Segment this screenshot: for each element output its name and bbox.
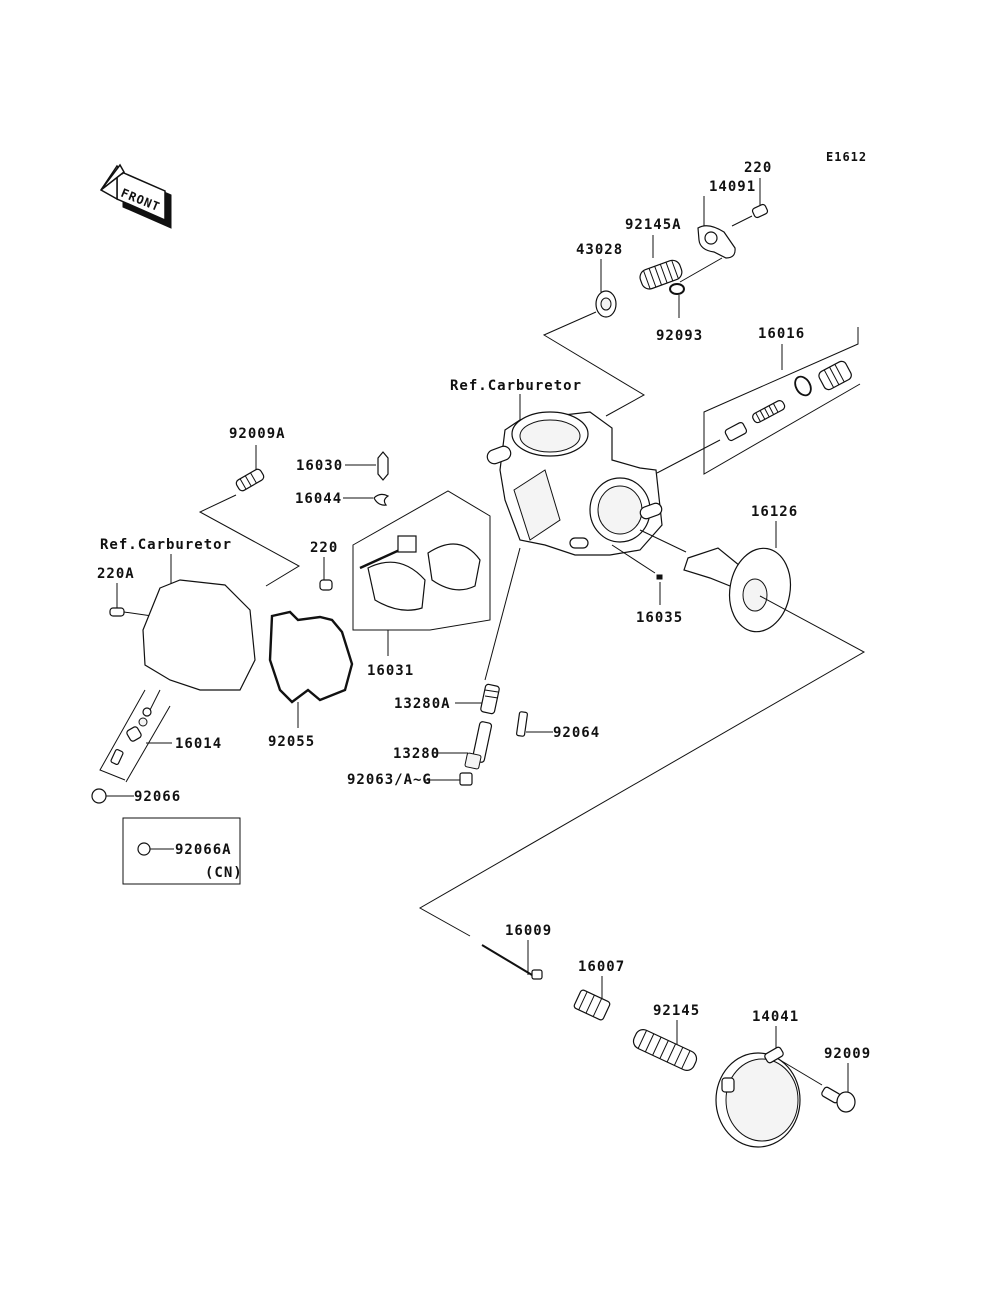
part-label-92009A[interactable]: 92009A [229, 426, 286, 442]
part-220-mid[interactable]: 220 [310, 540, 338, 591]
part-16035[interactable]: 16035 [611, 544, 683, 626]
front-arrow-icon: FRONT [99, 163, 172, 229]
part-label-16030[interactable]: 16030 [296, 458, 343, 474]
part-label-92063[interactable]: 92063/A~G [347, 772, 432, 788]
part-16031[interactable]: 16031 [352, 490, 491, 679]
part-label-220-mid[interactable]: 220 [310, 540, 338, 556]
part-16044[interactable]: 16044 [295, 491, 390, 507]
part-label-92066A[interactable]: 92066A [175, 842, 232, 858]
part-220A[interactable]: 220A [97, 566, 153, 617]
leader-line [542, 311, 646, 417]
part-16126[interactable]: 16126 [418, 504, 866, 937]
part-43028[interactable]: 43028 [576, 242, 623, 318]
part-92145[interactable]: 92145 [631, 1003, 700, 1073]
part-label-92009[interactable]: 92009 [824, 1046, 871, 1062]
part-92009A[interactable]: 92009A [198, 426, 301, 587]
part-14091[interactable]: 14091 [679, 179, 756, 283]
part-220-top[interactable]: 220 [731, 160, 772, 227]
carburetor-body [486, 411, 663, 556]
part-13280[interactable]: 13280 [393, 721, 493, 770]
part-label-92145[interactable]: 92145 [653, 1003, 700, 1019]
part-92009[interactable]: 92009 [821, 1046, 871, 1113]
part-label-16009[interactable]: 16009 [505, 923, 552, 939]
part-92145A[interactable]: 92145A [625, 217, 684, 291]
part-label-92055[interactable]: 92055 [268, 734, 315, 750]
part-92066A-box[interactable]: 92066A (CN) [122, 817, 243, 885]
part-label-16035[interactable]: 16035 [636, 610, 683, 626]
leader-line [484, 547, 521, 681]
ref-carburetor-top: Ref.Carburetor [450, 378, 582, 394]
part-label-16014[interactable]: 16014 [175, 736, 222, 752]
part-label-13280[interactable]: 13280 [393, 746, 440, 762]
part-label-13280A[interactable]: 13280A [394, 696, 451, 712]
cn-note: (CN) [205, 865, 243, 881]
part-label-14041[interactable]: 14041 [752, 1009, 799, 1025]
part-92055[interactable]: 92055 [268, 610, 354, 750]
part-92064[interactable]: 92064 [516, 711, 600, 741]
part-label-16044[interactable]: 16044 [295, 491, 342, 507]
part-label-16126[interactable]: 16126 [751, 504, 798, 520]
part-label-92066[interactable]: 92066 [134, 789, 181, 805]
part-16009[interactable]: 16009 [481, 923, 552, 980]
part-16016[interactable]: 16016 [656, 326, 861, 475]
part-label-92064[interactable]: 92064 [553, 725, 600, 741]
part-16030[interactable]: 16030 [296, 451, 389, 481]
part-label-16007[interactable]: 16007 [578, 959, 625, 975]
part-13280A[interactable]: 13280A [394, 683, 500, 715]
part-92063[interactable]: 92063/A~G [347, 772, 473, 788]
part-92093[interactable]: 92093 [656, 283, 703, 344]
diagram-code: E1612 [826, 150, 867, 164]
ref-carburetor-left: Ref.Carburetor [100, 537, 232, 553]
part-92066[interactable]: 92066 [91, 788, 181, 805]
part-16014[interactable]: 16014 [99, 689, 222, 783]
part-label-220-top[interactable]: 220 [744, 160, 772, 176]
part-16007[interactable]: 16007 [573, 959, 625, 1021]
part-label-220A[interactable]: 220A [97, 566, 135, 582]
part-label-16031[interactable]: 16031 [367, 663, 414, 679]
part-label-92093[interactable]: 92093 [656, 328, 703, 344]
part-label-16016[interactable]: 16016 [758, 326, 805, 342]
part-label-43028[interactable]: 43028 [576, 242, 623, 258]
part-label-14091[interactable]: 14091 [709, 179, 756, 195]
part-label-92145A[interactable]: 92145A [625, 217, 682, 233]
float-bowl [143, 580, 256, 691]
part-14041[interactable]: 14041 [715, 1009, 823, 1148]
